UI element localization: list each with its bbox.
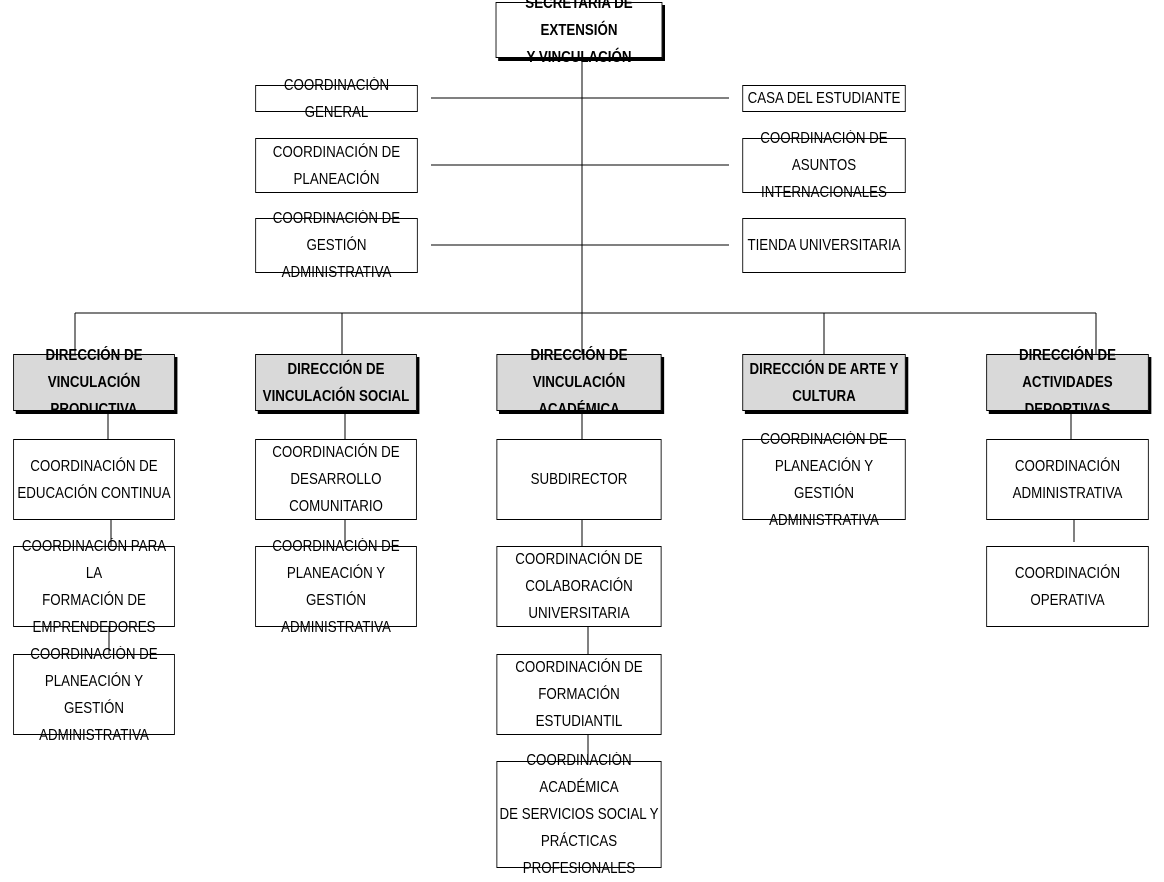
node-staff-right-3: TIENDA UNIVERSITARIA: [742, 218, 906, 273]
node-staff-left-2: COORDINACIÓN DE PLANEACIÓN: [255, 138, 418, 193]
node-secretaria: SECRETARIA DE EXTENSIÓN Y VINCULACIÓN: [495, 0, 663, 66]
node-staff-right-2: COORDINACIÓN DE ASUNTOS INTERNACIONALES: [742, 130, 906, 201]
node-col2-unit-1: COORDINACIÓN DE DESARROLLO COMUNITARIO: [255, 439, 417, 520]
node-col3-unit-2: COORDINACIÓN DE COLABORACIÓN UNIVERSITAR…: [496, 546, 662, 627]
node-staff-left-1: COORDINACIÓN GENERAL: [255, 77, 418, 121]
node-col1-unit-3: COORDINACIÓN DE PLANEACIÓN Y GESTIÓN ADM…: [13, 646, 175, 744]
node-col3-unit-3: COORDINACIÓN DE FORMACIÓN ESTUDIANTIL: [496, 654, 662, 735]
node-col3-unit-1: SUBDIRECTOR: [496, 439, 662, 520]
node-col1-unit-2: COORDINACIÓN PARA LA FORMACIÓN DE EMPREN…: [13, 538, 175, 636]
node-direction-1: DIRECCIÓN DE VINCULACIÓN PRODUCTIVA: [13, 347, 175, 418]
node-col1-unit-1: COORDINACIÓN DE EDUCACIÓN CONTINUA: [13, 439, 175, 520]
node-direction-4: DIRECCIÓN DE ARTE Y CULTURA: [742, 354, 906, 411]
node-col3-unit-4: COORDINACIÓN ACADÉMICA DE SERVICIOS SOCI…: [496, 752, 662, 877]
node-direction-5: DIRECCIÓN DE ACTIVIDADES DEPORTIVAS: [986, 347, 1149, 418]
node-staff-right-1: CASA DEL ESTUDIANTE: [742, 85, 906, 112]
node-col5-unit-2: COORDINACIÓN OPERATIVA: [986, 546, 1149, 627]
node-col4-unit-1: COORDINACIÓN DE PLANEACIÓN Y GESTIÓN ADM…: [742, 431, 906, 529]
node-staff-left-3: COORDINACIÓN DE GESTIÓN ADMINISTRATIVA: [255, 210, 418, 281]
node-direction-3: DIRECCIÓN DE VINCULACIÓN ACADÉMICA: [496, 347, 662, 418]
node-direction-2: DIRECCIÓN DE VINCULACIÓN SOCIAL: [255, 354, 417, 411]
node-col2-unit-2: COORDINACIÓN DE PLANEACIÓN Y GESTIÓN ADM…: [255, 538, 417, 636]
node-col5-unit-1: COORDINACIÓN ADMINISTRATIVA: [986, 439, 1149, 520]
